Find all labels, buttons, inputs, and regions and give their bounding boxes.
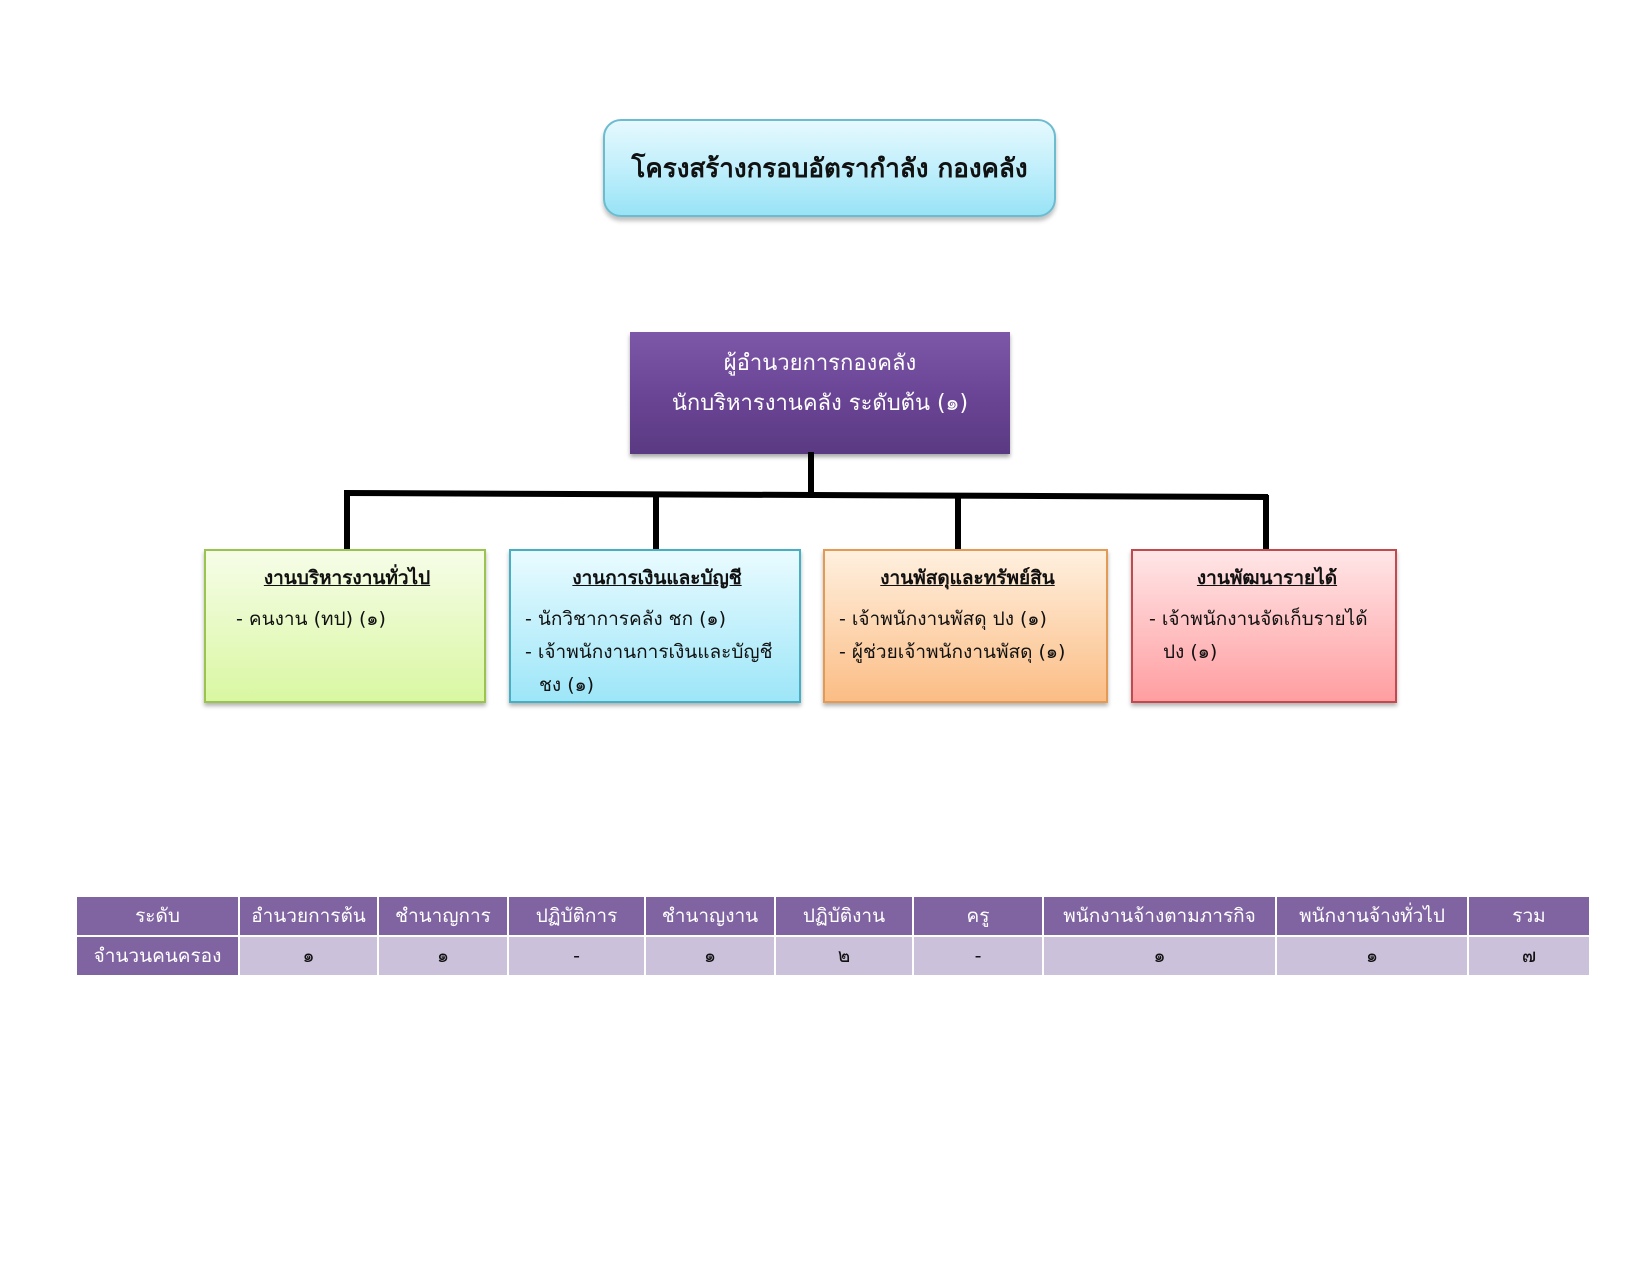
table-row: จำนวนคนครอง ๑ ๑ - ๑ ๒ - ๑ ๑ ๗ [77,935,1591,975]
col-header: พนักงานจ้างทั่วไป [1276,897,1469,936]
col-header: ครู [913,897,1044,936]
col-header-level: ระดับ [77,897,240,936]
table-cell-total: ๗ [1468,935,1591,975]
col-header: ชำนาญการ [378,897,509,936]
director-position: ผู้อำนวยการกองคลัง [723,351,917,376]
table-cell: ๑ [1043,935,1277,975]
unit-supplies-assets: งานพัสดุและทรัพย์สิน - เจ้าพนักงานพัสดุ … [823,549,1108,703]
director-box: ผู้อำนวยการกองคลัง นักบริหารงานคลัง ระดั… [630,332,1010,454]
staffing-table: ระดับ อำนวยการต้น ชำนาญการ ปฏิบัติการ ชำ… [77,897,1591,975]
col-header-total: รวม [1468,897,1591,936]
unit-staff-item: - เจ้าพนักงานการเงินและบัญชี ชง (๑) [525,641,773,696]
unit-title: งานการเงินและบัญชี [572,567,742,589]
table-cell: ๑ [1276,935,1469,975]
unit-staff-item: - เจ้าพนักงานพัสดุ ปง (๑) [839,608,1047,630]
col-header: ชำนาญงาน [645,897,776,936]
col-header: ปฏิบัติการ [508,897,646,936]
table-cell: ๑ [378,935,509,975]
unit-finance-accounting: งานการเงินและบัญชี - นักวิชาการคลัง ชก (… [509,549,801,703]
unit-staff-item: - นักวิชาการคลัง ชก (๑) [525,608,726,630]
unit-general-admin: งานบริหารงานทั่วไป - คนงาน (ทป) (๑) [204,549,486,703]
unit-revenue-development: งานพัฒนารายได้ - เจ้าพนักงานจัดเก็บรายได… [1131,549,1397,703]
table-cell: ๑ [239,935,379,975]
col-header: ปฏิบัติงาน [775,897,914,936]
unit-title: งานบริหารงานทั่วไป [263,567,431,589]
table-cell: ๑ [645,935,776,975]
unit-title: งานพัฒนารายได้ [1196,567,1338,589]
row-label: จำนวนคนครอง [77,935,240,975]
table-cell: - [508,935,646,975]
unit-staff-item: - ผู้ช่วยเจ้าพนักงานพัสดุ (๑) [839,641,1066,663]
unit-title: งานพัสดุและทรัพย์สิน [880,567,1055,589]
chart-title: โครงสร้างกรอบอัตรากำลัง กองคลัง [603,119,1056,217]
connector-bar [343,490,1269,500]
unit-staff-item: - คนงาน (ทป) (๑) [236,608,386,630]
table-cell: ๒ [775,935,914,975]
table-cell: - [913,935,1044,975]
director-rank: นักบริหารงานคลัง ระดับต้น (๑) [671,391,969,416]
col-header: พนักงานจ้างตามภารกิจ [1043,897,1277,936]
col-header: อำนวยการต้น [239,897,379,936]
table-header-row: ระดับ อำนวยการต้น ชำนาญการ ปฏิบัติการ ชำ… [77,897,1591,936]
unit-staff-item: - เจ้าพนักงานจัดเก็บรายได้ ปง (๑) [1149,608,1368,663]
